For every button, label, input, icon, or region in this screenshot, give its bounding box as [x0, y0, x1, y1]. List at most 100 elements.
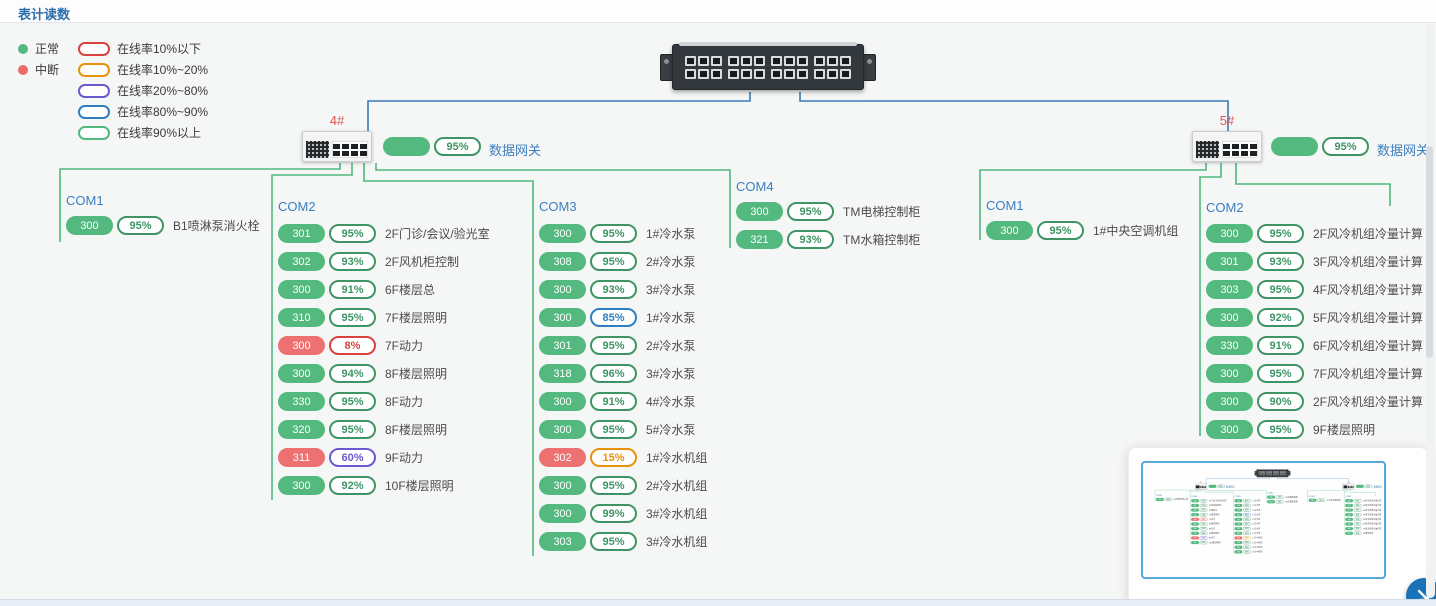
meter-value-pill: 310	[278, 308, 325, 327]
mini-meter-rate-pill: 93%	[1242, 508, 1251, 512]
network-cable	[367, 92, 751, 131]
patch-port	[797, 55, 808, 66]
meter-name: 2#冷水泵	[646, 339, 696, 353]
meter-value-pill: 320	[278, 420, 325, 439]
meter-name: 2F风机柜控制	[385, 255, 460, 269]
mini-serial-cable	[1154, 489, 1202, 503]
mini-meter-value-pill: 300	[1191, 541, 1199, 545]
scrollbar-thumb[interactable]	[1426, 146, 1433, 358]
meter-rate-pill: 94%	[329, 364, 376, 383]
mini-patch-port	[1275, 471, 1277, 473]
meter-name: 8F楼层照明	[385, 367, 448, 381]
mini-gateway-pins	[1195, 485, 1200, 489]
meter-name: 2#冷水机组	[646, 479, 708, 493]
mini-gateway-pins	[1343, 485, 1348, 489]
meter-rate-pill: 91%	[329, 280, 376, 299]
vertical-scrollbar[interactable]	[1426, 24, 1435, 598]
legend-label: 在线率10%以下	[117, 42, 202, 56]
gateway-device-4[interactable]	[302, 131, 372, 162]
mini-patch-port	[1280, 471, 1282, 473]
mini-meter-name: 1#冷水泵	[1252, 513, 1261, 516]
mini-gateway-label-5: 数据网关	[1373, 485, 1383, 489]
patch-port	[797, 68, 808, 79]
mini-meter-value-pill: 330	[1191, 527, 1199, 531]
meter-value-pill: 300	[278, 336, 325, 355]
meter-value-pill: 330	[1206, 336, 1253, 355]
meter-name: B1喷淋泵消火栓	[173, 219, 260, 233]
mini-meter-name: 1#中央空调机组	[1326, 499, 1341, 502]
meter-rate-pill: 95%	[329, 224, 376, 243]
mini-patch-port	[1268, 471, 1270, 473]
page-title: 表计读数	[18, 7, 71, 22]
mini-meter-rate-pill: 91%	[1353, 517, 1362, 521]
mini-meter-rate-pill: 95%	[1353, 522, 1362, 526]
patch-port	[685, 68, 696, 79]
patch-port	[814, 55, 825, 66]
legend-label: 正常	[35, 42, 60, 56]
gateway-status-pill-4	[383, 137, 430, 156]
meter-rate-pill: 95%	[590, 336, 637, 355]
patch-port	[771, 55, 782, 66]
meter-value-pill: 300	[539, 504, 586, 523]
mini-meter-value-pill: 302	[1191, 503, 1199, 507]
mini-meter-value-pill: 330	[1345, 517, 1353, 521]
meter-value-pill: 330	[278, 392, 325, 411]
patch-port-group	[728, 55, 765, 79]
mini-meter-name: 2#冷水泵	[1252, 518, 1261, 521]
mini-meter-name: 8F楼层照明	[1208, 532, 1220, 535]
meter-rate-pill: 95%	[590, 252, 637, 271]
mini-patch-port	[1258, 473, 1261, 476]
mini-meter-rate-pill: 93%	[1199, 503, 1208, 507]
legend-item-normal: 正常	[18, 38, 59, 59]
mini-com-port-label: COM1	[1155, 494, 1163, 497]
mini-meter-value-pill: 300	[1191, 517, 1199, 521]
patch-panel-device[interactable]	[672, 42, 864, 90]
mini-serial-cable	[1344, 489, 1348, 535]
mini-meter-rate-pill: 95%	[1353, 499, 1362, 503]
mini-meter-value-pill: 300	[1191, 522, 1199, 526]
patch-port	[711, 55, 722, 66]
meter-rate-pill: 95%	[1257, 224, 1304, 243]
gateway-device-5[interactable]	[1192, 131, 1262, 162]
gateway-label-4: 数据网关	[489, 143, 542, 158]
mini-patch-port	[1270, 471, 1272, 473]
